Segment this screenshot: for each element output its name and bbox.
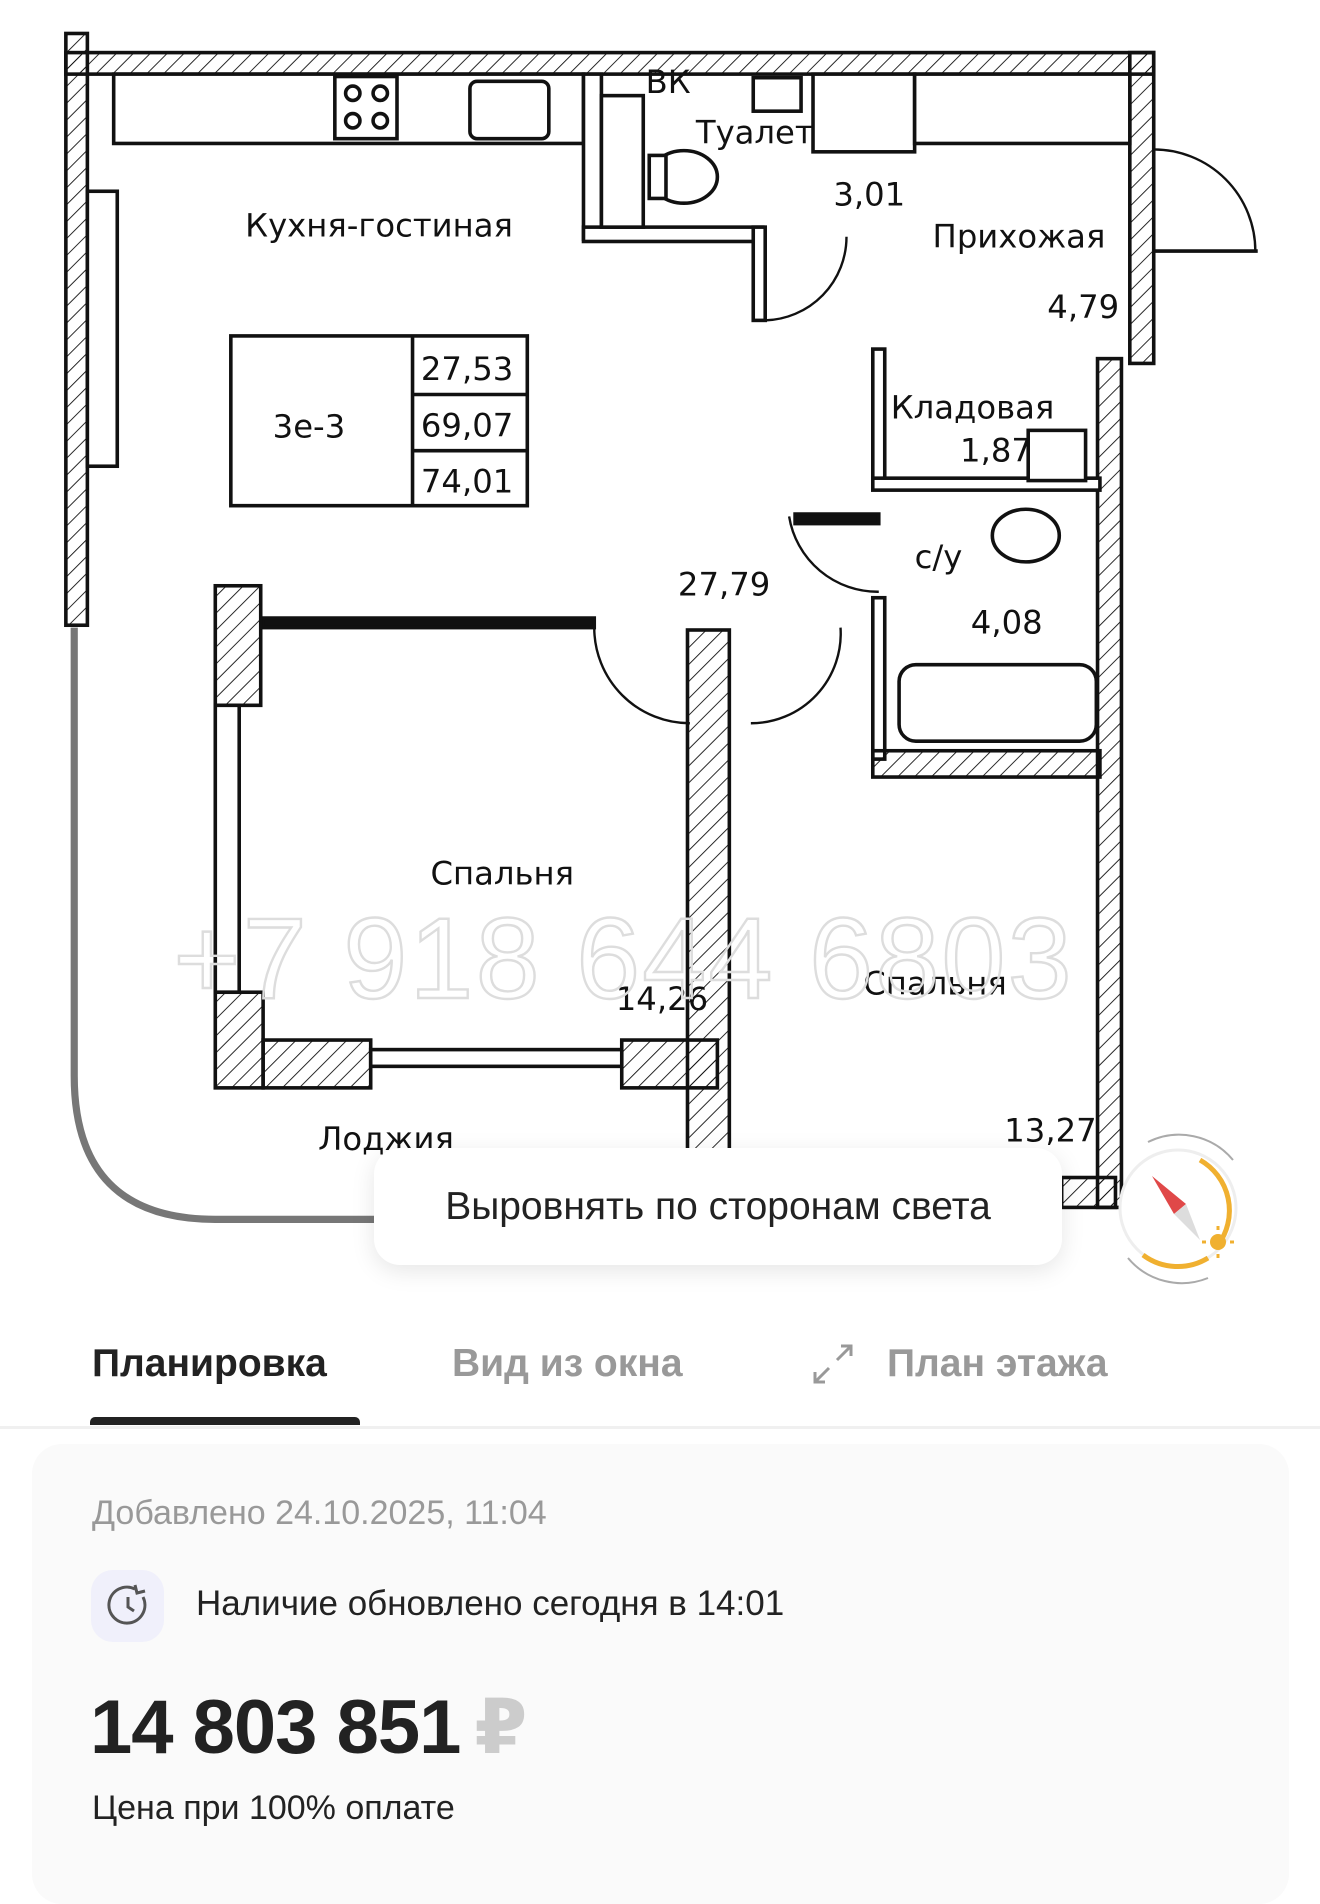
plan-labels: Кухня-гостиная 3е-3 27,53 69,07 74,01 27… bbox=[172, 63, 1119, 1158]
room-name: с/у bbox=[915, 538, 963, 576]
room-area: 4,08 bbox=[971, 604, 1043, 642]
view-tabs: Планировка Вид из окна План этажа bbox=[0, 1330, 1320, 1429]
added-date: Добавлено 24.10.2025, 11:04 bbox=[92, 1494, 547, 1532]
price-value: 14 803 851 bbox=[90, 1685, 461, 1770]
room-name: Туалет bbox=[695, 113, 814, 151]
vk-label: ВК bbox=[646, 63, 691, 101]
total-area-with-loggia: 74,01 bbox=[421, 463, 513, 501]
room-area: 13,27 bbox=[1004, 1112, 1096, 1150]
price: 14 803 851₽ bbox=[90, 1682, 527, 1771]
expand-icon[interactable] bbox=[811, 1342, 855, 1386]
room-area: 14,26 bbox=[616, 980, 708, 1018]
price-note: Цена при 100% оплате bbox=[92, 1789, 455, 1827]
align-to-cardinal-directions-button[interactable]: Выровнять по сторонам света bbox=[374, 1148, 1062, 1265]
availability-status: Наличие обновлено сегодня в 14:01 bbox=[196, 1584, 785, 1623]
active-tab-indicator bbox=[90, 1417, 360, 1425]
tab-window-view[interactable]: Вид из окна bbox=[452, 1342, 683, 1385]
align-button-label: Выровнять по сторонам света bbox=[445, 1184, 991, 1228]
room-area: 3,01 bbox=[833, 176, 905, 214]
total-area: 69,07 bbox=[421, 406, 513, 444]
watermark: +7 918 644 6803 bbox=[173, 895, 1074, 1023]
room-area: 27,79 bbox=[678, 565, 770, 603]
room-area: 1,87 bbox=[960, 431, 1032, 469]
apartment-code: 3е-3 bbox=[273, 408, 346, 446]
walls bbox=[64, 31, 1258, 1223]
tab-floor-plan[interactable]: План этажа bbox=[887, 1342, 1108, 1385]
room-name: Спальня bbox=[863, 965, 1007, 1003]
room-name: Кладовая bbox=[891, 388, 1055, 426]
living-area: 27,53 bbox=[421, 350, 513, 388]
room-name: Кухня-гостиная bbox=[245, 207, 513, 245]
currency-symbol: ₽ bbox=[474, 1685, 527, 1770]
room-name: Спальня bbox=[430, 855, 574, 893]
tab-layout[interactable]: Планировка bbox=[92, 1342, 327, 1385]
room-area: 4,79 bbox=[1047, 288, 1119, 326]
clock-refresh-icon bbox=[91, 1570, 164, 1642]
room-name: Прихожая bbox=[933, 217, 1106, 255]
compass-sun-icon[interactable] bbox=[1108, 1130, 1248, 1285]
floor-plan[interactable]: Кухня-гостиная 3е-3 27,53 69,07 74,01 27… bbox=[0, 0, 1320, 1315]
listing-info-card: Добавлено 24.10.2025, 11:04 Наличие обно… bbox=[32, 1444, 1289, 1904]
